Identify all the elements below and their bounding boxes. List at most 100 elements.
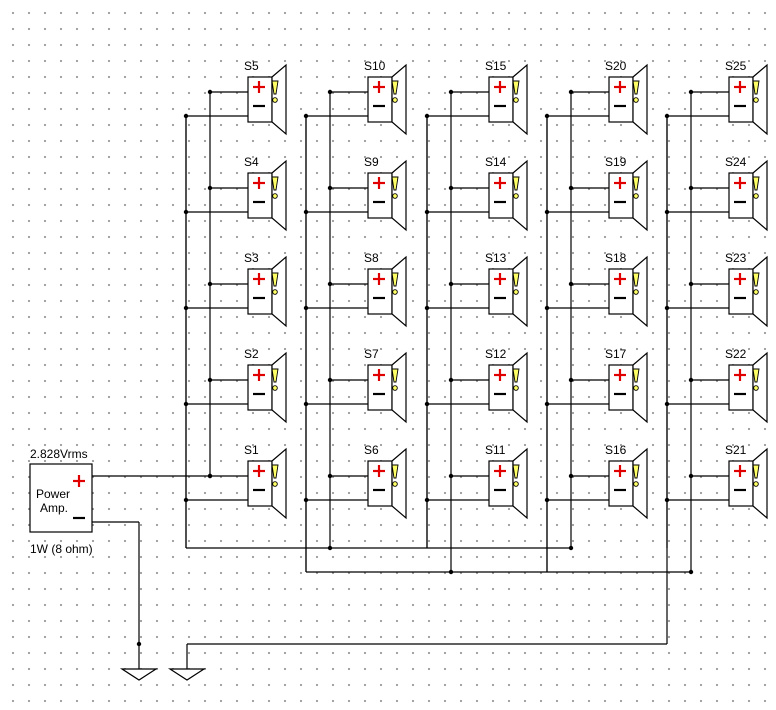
- warning-dot-icon: [272, 385, 278, 391]
- junction-dot: [136, 641, 142, 647]
- amplifier-box: [29, 463, 93, 533]
- junction-dot: [448, 89, 454, 95]
- speaker-s13[interactable]: S13: [485, 251, 528, 328]
- speaker-label: S7: [364, 347, 379, 361]
- speaker-s23[interactable]: S23: [725, 251, 768, 328]
- speaker-label: S16: [605, 443, 627, 457]
- speaker-s5[interactable]: S5: [244, 59, 287, 136]
- wires: [92, 89, 729, 669]
- junction-dot: [327, 89, 333, 95]
- speaker-label: S2: [244, 347, 259, 361]
- warning-dot-icon: [753, 289, 759, 295]
- speaker-label: S13: [485, 251, 507, 265]
- ground-icon: [167, 668, 207, 681]
- speaker-s11[interactable]: S11: [485, 443, 528, 520]
- junction-dot: [207, 377, 213, 383]
- speaker-label: S18: [605, 251, 627, 265]
- warning-icon: [752, 272, 760, 287]
- speaker-label: S20: [605, 59, 627, 73]
- speaker-s24[interactable]: S24: [725, 155, 768, 232]
- speaker-s6[interactable]: S6: [364, 443, 407, 520]
- warning-dot-icon: [392, 289, 398, 295]
- ground-icon: [119, 668, 159, 681]
- speaker-s16[interactable]: S16: [605, 443, 648, 520]
- speaker-label: S6: [364, 443, 379, 457]
- amp-rating-label: 1W (8 ohm): [30, 542, 93, 556]
- speaker-s25[interactable]: S25: [725, 59, 768, 136]
- speaker-s3[interactable]: S3: [244, 251, 287, 328]
- junction-dot: [688, 185, 694, 191]
- warning-dot-icon: [753, 193, 759, 199]
- speaker-s21[interactable]: S21: [725, 443, 768, 520]
- warning-icon: [391, 464, 399, 479]
- warning-dot-icon: [272, 481, 278, 487]
- warning-dot-icon: [633, 385, 639, 391]
- warning-icon: [271, 176, 279, 191]
- speaker-label: S21: [725, 443, 747, 457]
- speaker-s2[interactable]: S2: [244, 347, 287, 424]
- speaker-label: S23: [725, 251, 747, 265]
- speaker-s10[interactable]: S10: [364, 59, 407, 136]
- speaker-label: S14: [485, 155, 507, 169]
- speaker-label: S25: [725, 59, 747, 73]
- junction-dot: [327, 545, 333, 551]
- junction-dot: [448, 185, 454, 191]
- speaker-s9[interactable]: S9: [364, 155, 407, 232]
- junction-dot: [568, 377, 574, 383]
- warning-icon: [632, 80, 640, 95]
- warning-dot-icon: [753, 481, 759, 487]
- warning-icon: [512, 368, 520, 383]
- speaker-s12[interactable]: S12: [485, 347, 528, 424]
- speaker-label: S15: [485, 59, 507, 73]
- warning-icon: [271, 368, 279, 383]
- speaker-s17[interactable]: S17: [605, 347, 648, 424]
- speaker-label: S24: [725, 155, 747, 169]
- junction-dot: [568, 281, 574, 287]
- speaker-s8[interactable]: S8: [364, 251, 407, 328]
- junction-dot: [448, 281, 454, 287]
- junction-dot: [688, 377, 694, 383]
- warning-icon: [752, 176, 760, 191]
- speaker-label: S8: [364, 251, 379, 265]
- junction-dot: [688, 281, 694, 287]
- warning-icon: [512, 272, 520, 287]
- junction-dot: [207, 185, 213, 191]
- speaker-s18[interactable]: S18: [605, 251, 648, 328]
- speaker-s1[interactable]: S1: [244, 443, 287, 520]
- warning-dot-icon: [272, 193, 278, 199]
- speaker-label: S12: [485, 347, 507, 361]
- warning-dot-icon: [513, 289, 519, 295]
- warning-icon: [391, 176, 399, 191]
- power-amplifier[interactable]: Power Amp.: [29, 463, 93, 533]
- speaker-label: S1: [244, 443, 259, 457]
- warning-dot-icon: [753, 385, 759, 391]
- warning-icon: [512, 176, 520, 191]
- speaker-label: S11: [485, 443, 506, 457]
- speaker-s22[interactable]: S22: [725, 347, 768, 424]
- speaker-s15[interactable]: S15: [485, 59, 528, 136]
- warning-dot-icon: [392, 481, 398, 487]
- speaker-s14[interactable]: S14: [485, 155, 528, 232]
- junction-dot: [207, 89, 213, 95]
- amp-voltage-label: 2.828Vrms: [30, 447, 88, 461]
- junction-dot: [327, 281, 333, 287]
- junction-dot: [327, 377, 333, 383]
- warning-dot-icon: [513, 385, 519, 391]
- warning-dot-icon: [633, 97, 639, 103]
- warning-dot-icon: [513, 193, 519, 199]
- amp-name-line1: Power: [36, 487, 70, 501]
- speaker-label: S4: [244, 155, 259, 169]
- speaker-s19[interactable]: S19: [605, 155, 648, 232]
- speaker-s4[interactable]: S4: [244, 155, 287, 232]
- warning-dot-icon: [753, 97, 759, 103]
- speaker-s7[interactable]: S7: [364, 347, 407, 424]
- warning-icon: [271, 464, 279, 479]
- junction-dot: [207, 281, 213, 287]
- junction-dot: [327, 185, 333, 191]
- speaker-s20[interactable]: S20: [605, 59, 648, 136]
- speaker-label: S22: [725, 347, 747, 361]
- warning-dot-icon: [272, 97, 278, 103]
- warning-icon: [271, 80, 279, 95]
- speaker-label: S19: [605, 155, 627, 169]
